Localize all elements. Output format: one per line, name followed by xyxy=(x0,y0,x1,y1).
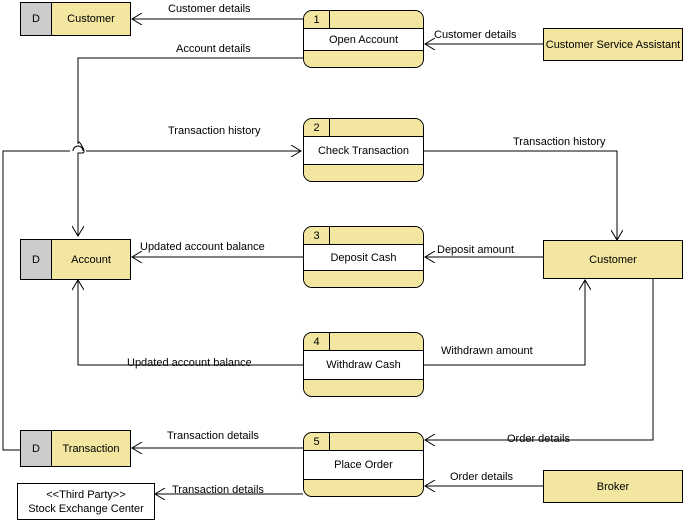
process-header: 5 xyxy=(304,433,423,451)
process-number: 1 xyxy=(304,11,330,28)
process-label: Open Account xyxy=(304,29,423,51)
process-footer xyxy=(304,51,423,67)
datastore-key-cell: D xyxy=(21,3,52,35)
datastore-label: Customer xyxy=(67,13,115,25)
process-label: Withdraw Cash xyxy=(304,351,423,380)
flow-label-withdrawn-amount: Withdrawn amount xyxy=(441,345,533,357)
process-footer xyxy=(304,480,423,496)
process-place-order[interactable]: 5 Place Order xyxy=(303,432,424,497)
process-header: 2 xyxy=(304,119,423,137)
process-label: Deposit Cash xyxy=(304,245,423,271)
flow-label-transaction-history-in: Transaction history xyxy=(168,125,261,137)
datastore-key-cell: D xyxy=(21,240,52,279)
process-header-pad xyxy=(330,227,423,244)
flow-label-account-details: Account details xyxy=(176,43,251,55)
flow-label-updated-balance-deposit: Updated account balance xyxy=(140,241,265,253)
process-header-pad xyxy=(330,433,423,450)
process-withdraw-cash[interactable]: 4 Withdraw Cash xyxy=(303,332,424,397)
process-number: 3 xyxy=(304,227,330,244)
entity-broker[interactable]: Broker xyxy=(543,470,683,503)
entity-customer[interactable]: Customer xyxy=(543,240,683,279)
process-header: 4 xyxy=(304,333,423,351)
stereotype-label: <<Third Party>> xyxy=(46,488,126,501)
process-check-transaction[interactable]: 2 Check Transaction xyxy=(303,118,424,182)
process-header-pad xyxy=(330,11,423,28)
process-header: 3 xyxy=(304,227,423,245)
flow-transaction-history-out xyxy=(423,150,617,240)
flow-label-updated-balance-withdraw: Updated account balance xyxy=(127,357,252,369)
entity-stock-exchange-center[interactable]: <<Third Party>> Stock Exchange Center xyxy=(17,483,155,520)
process-header: 1 xyxy=(304,11,423,29)
process-footer xyxy=(304,165,423,181)
flow-label-transaction-history-out: Transaction history xyxy=(513,136,606,148)
flow-withdrawn-amount xyxy=(423,280,585,366)
flow-transaction-history-in xyxy=(2,151,301,451)
process-deposit-cash[interactable]: 3 Deposit Cash xyxy=(303,226,424,288)
datastore-label: Account xyxy=(71,253,111,266)
process-header-pad xyxy=(330,333,423,350)
flow-account-details xyxy=(78,57,303,236)
process-number: 2 xyxy=(304,119,330,136)
flow-label-order-details-customer: Order details xyxy=(507,433,570,445)
flow-label-customer-details-store: Customer details xyxy=(168,3,251,15)
flow-label-order-details-broker: Order details xyxy=(450,471,513,483)
process-label: Check Transaction xyxy=(304,137,423,165)
datastore-label: Transaction xyxy=(62,442,120,455)
datastore-account[interactable]: D Account xyxy=(20,239,131,280)
flow-label-deposit-amount: Deposit amount xyxy=(437,244,515,256)
flow-updated-balance-withdraw xyxy=(78,280,303,366)
process-header-pad xyxy=(330,119,423,136)
flow-label-transaction-details-sec: Transaction details xyxy=(172,484,264,496)
process-footer xyxy=(304,271,423,287)
entity-customer-service-assistant[interactable]: Customer Service Assistant xyxy=(543,28,683,61)
datastore-transaction[interactable]: D Transaction xyxy=(20,430,131,467)
process-number: 5 xyxy=(304,433,330,450)
flow-label-transaction-details-store: Transaction details xyxy=(167,430,259,442)
process-number: 4 xyxy=(304,333,330,350)
flow-label-customer-details-csa: Customer details xyxy=(434,29,517,41)
datastore-key-cell: D xyxy=(21,431,52,466)
datastore-customer[interactable]: D Customer xyxy=(20,2,131,36)
process-footer xyxy=(304,380,423,396)
process-open-account[interactable]: 1 Open Account xyxy=(303,10,424,68)
line-hop-arc xyxy=(72,145,84,152)
flow-order-details-customer xyxy=(425,277,654,440)
process-label: Place Order xyxy=(304,451,423,480)
thirdparty-name: Stock Exchange Center xyxy=(28,502,144,515)
